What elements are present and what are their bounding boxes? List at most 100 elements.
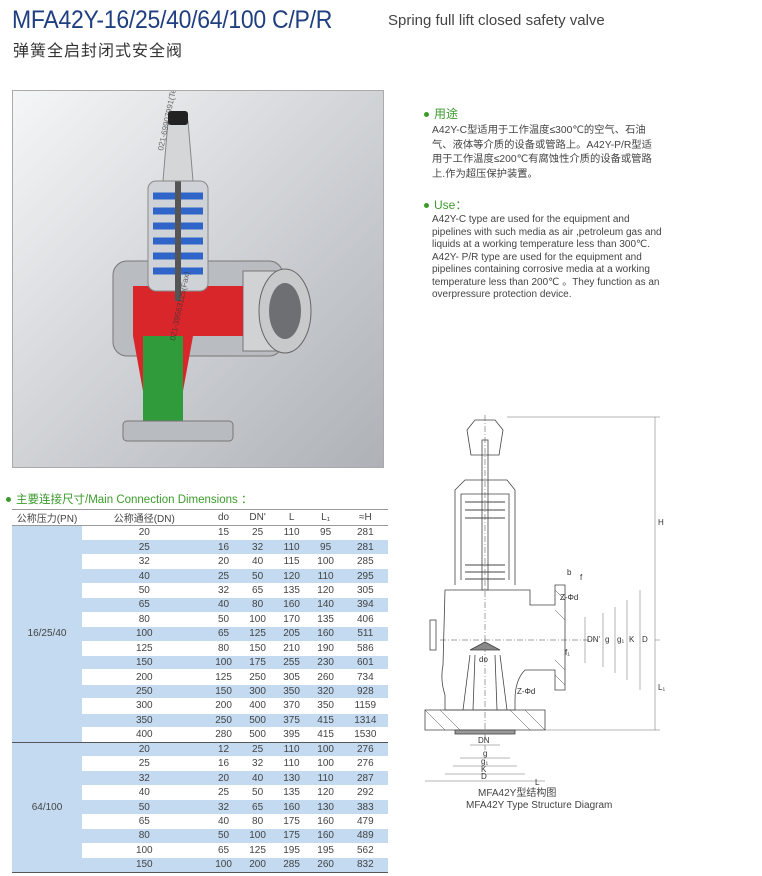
table-cell: 135: [274, 785, 309, 801]
table-cell: 110: [274, 756, 309, 772]
table-cell: 250: [206, 713, 241, 729]
dim-label-g: g: [605, 635, 609, 644]
dim-label-d: D: [642, 635, 648, 644]
table-cell: 160: [308, 828, 343, 844]
table-cell: 295: [342, 568, 388, 584]
column-header: L: [274, 509, 309, 526]
table-cell: 40: [206, 597, 241, 613]
pressure-class-cell: 64/100: [12, 742, 82, 873]
table-cell: 40: [206, 814, 241, 830]
table-cell: 160: [308, 814, 343, 830]
table-cell: 601: [342, 655, 388, 671]
table-cell: 130: [274, 770, 309, 786]
column-header: 公称通径(DN): [82, 509, 207, 526]
table-cell: 160: [274, 799, 309, 815]
table-cell: 200: [206, 698, 241, 714]
table-cell: 370: [274, 698, 309, 714]
table-cell: 95: [308, 539, 343, 555]
table-cell: 350: [308, 698, 343, 714]
table-cell: 489: [342, 828, 388, 844]
table-cell: 135: [274, 583, 309, 599]
table-cell: 305: [342, 583, 388, 599]
table-cell: 292: [342, 785, 388, 801]
table-cell: 350: [274, 684, 309, 700]
table-cell: 15: [206, 525, 241, 541]
table-cell: 65: [206, 843, 241, 859]
table-cell: 125: [240, 843, 275, 859]
table-cell: 80: [82, 828, 207, 844]
dim-label-zd-bottom: Z-Φd: [517, 687, 535, 696]
table-cell: 280: [206, 727, 241, 743]
table-cell: 140: [308, 597, 343, 613]
table-cell: 115: [274, 554, 309, 570]
table-cell: 479: [342, 814, 388, 830]
table-cell: 65: [206, 626, 241, 642]
table-cell: 50: [206, 828, 241, 844]
table-cell: 100: [206, 857, 241, 873]
cap-outline: [466, 419, 504, 456]
table-cell: 300: [82, 698, 207, 714]
table-cell: 135: [308, 612, 343, 628]
table-cell: 500: [240, 713, 275, 729]
dim-label-g1: g₁: [617, 635, 624, 644]
table-cell: 25: [206, 785, 241, 801]
column-header: do: [206, 509, 241, 526]
dim-label-f: f: [580, 573, 583, 582]
table-cell: 65: [82, 814, 207, 830]
table-cell: 832: [342, 857, 388, 873]
table-cell: 383: [342, 799, 388, 815]
table-cell: 110: [274, 742, 309, 758]
usage-en-text: A42Y-C type are used for the equipment a…: [432, 214, 662, 300]
table-cell: 16: [206, 756, 241, 772]
table-cell: 250: [240, 669, 275, 685]
table-cell: 395: [274, 727, 309, 743]
table-cell: 1159: [342, 698, 388, 714]
table-cell: 80: [240, 814, 275, 830]
table-cell: 285: [342, 554, 388, 570]
heading-text: 用途: [434, 107, 459, 121]
column-header: DN': [240, 509, 275, 526]
table-cell: 200: [240, 857, 275, 873]
valve-cutaway-illustration: 021-69907991(Tel) 021-39563125(Fax): [112, 84, 312, 442]
table-cell: 300: [240, 684, 275, 700]
dim-label-do: do: [479, 655, 488, 664]
table-cell: 50: [82, 583, 207, 599]
table-cell: 120: [274, 568, 309, 584]
table-cell: 50: [206, 612, 241, 628]
table-cell: 110: [308, 770, 343, 786]
table-cell: 400: [240, 698, 275, 714]
bullet-icon: [424, 112, 429, 118]
dim-label-k: K: [629, 635, 635, 644]
table-cell: 120: [308, 583, 343, 599]
table-cell: 281: [342, 539, 388, 555]
dim-label-l1: L₁: [658, 683, 665, 692]
table-cell: 100: [308, 742, 343, 758]
valve-photo: 021-69907991(Tel) 021-39563125(Fax): [12, 84, 384, 468]
table-cell: 125: [206, 669, 241, 685]
table-cell: 276: [342, 742, 388, 758]
table-cell: 260: [308, 669, 343, 685]
table-cell: 394: [342, 597, 388, 613]
diagram-caption-cn: MFA42Y型结构图: [478, 788, 557, 799]
table-cell: 170: [274, 612, 309, 628]
table-cell: 50: [240, 785, 275, 801]
table-cell: 190: [308, 641, 343, 656]
table-cell: 40: [240, 770, 275, 786]
table-cell: 110: [308, 568, 343, 584]
table-cell: 25: [82, 539, 207, 555]
table-cell: 100: [240, 828, 275, 844]
table-cell: 130: [308, 799, 343, 815]
table-cell: 100: [308, 756, 343, 772]
heading-text: Use：: [434, 198, 468, 212]
table-cell: 281: [342, 525, 388, 541]
